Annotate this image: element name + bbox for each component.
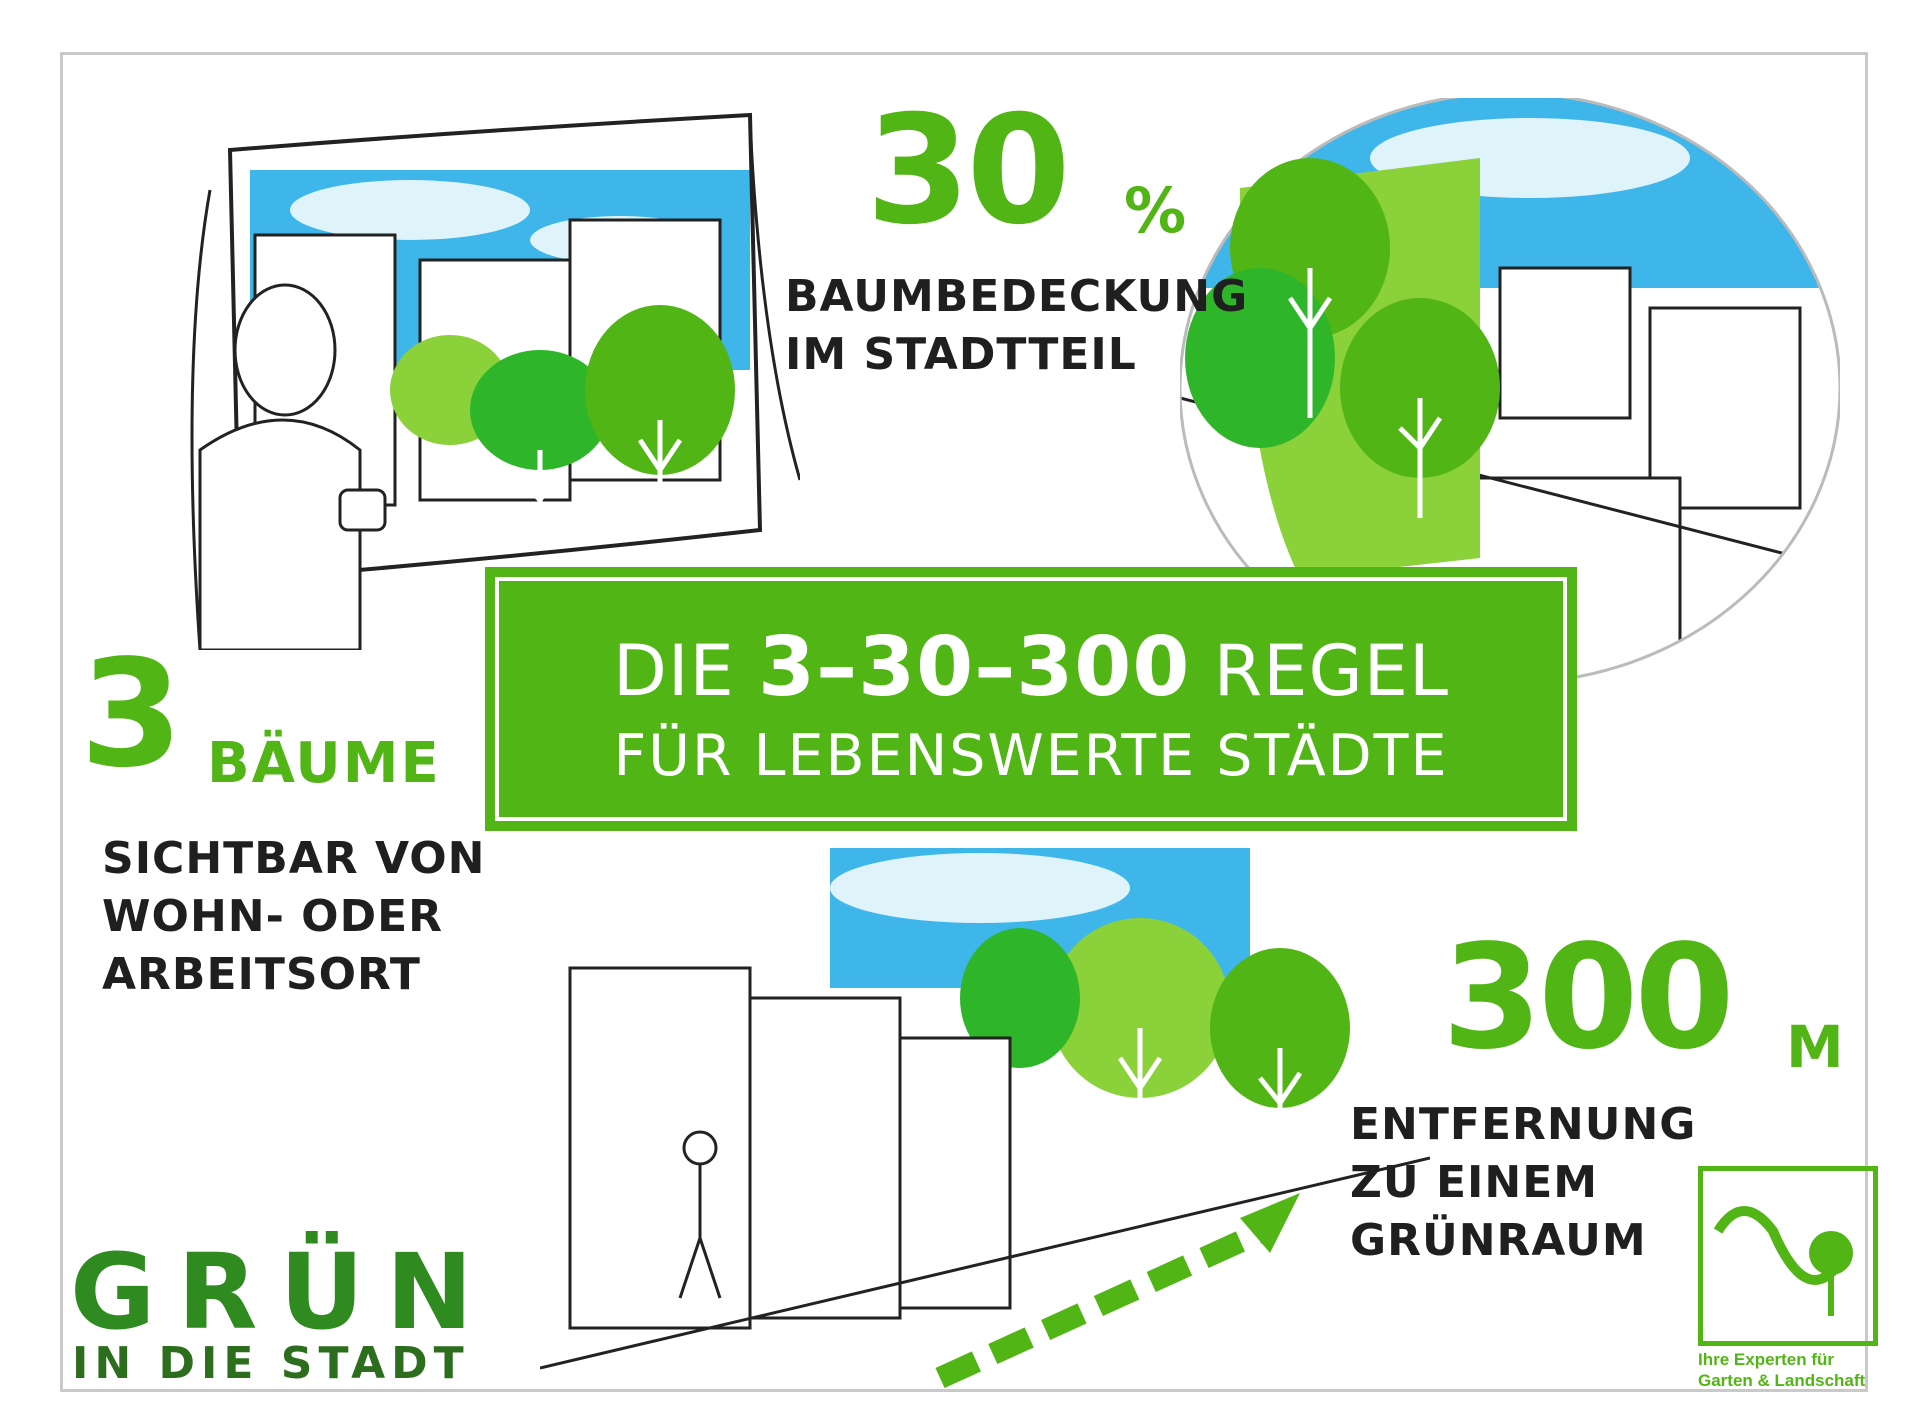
rule-3-line-2: WOHN- ODER xyxy=(102,891,444,942)
title-banner-inner: DIE 3–30–300 REGEL FÜR LEBENSWERTE STÄDT… xyxy=(495,577,1567,821)
title-line-2: FÜR LEBENSWERTE STÄDTE xyxy=(613,723,1449,789)
rule-3-line-3: ARBEITSORT xyxy=(102,949,421,1000)
rule-30-unit: % xyxy=(1124,174,1187,247)
title-suffix: REGEL xyxy=(1190,630,1449,712)
logo-gruen-title: GRÜN xyxy=(70,1231,495,1353)
rule-30-number: 30 xyxy=(866,84,1071,258)
street-illustration xyxy=(540,848,1430,1389)
rule-3-description: SICHTBAR VON WOHN- ODER ARBEITSORT xyxy=(102,830,486,1004)
title-line-1: DIE 3–30–300 REGEL xyxy=(499,627,1563,709)
rule-3-unit: BÄUME xyxy=(207,731,441,796)
wave-tree-icon xyxy=(1713,1206,1853,1316)
rule-300-line-1: ENTFERNUNG xyxy=(1350,1099,1697,1150)
title-prefix: DIE xyxy=(613,630,759,712)
badge-caption: Ihre Experten für Garten & Landschaft xyxy=(1698,1349,1878,1391)
rule-300-unit: M xyxy=(1786,1013,1844,1081)
badge-line-2: Garten & Landschaft xyxy=(1698,1371,1866,1390)
logo-subtitle: IN DIE STADT xyxy=(72,1338,470,1389)
rule-300-number: 300 xyxy=(1442,913,1735,1081)
rule-30-description: BAUMBEDECKUNG IM STADTTEIL xyxy=(785,268,1248,384)
title-banner: DIE 3–30–300 REGEL FÜR LEBENSWERTE STÄDT… xyxy=(485,567,1577,831)
title-rule-numbers: 3–30–300 xyxy=(758,620,1191,715)
rule-300-line-3: GRÜNRAUM xyxy=(1350,1215,1647,1266)
rule-3-number: 3 xyxy=(80,628,183,800)
garten-landschaft-badge: Ihre Experten für Garten & Landschaft xyxy=(1698,1166,1878,1396)
rule-30-line-2: IM STADTTEIL xyxy=(785,329,1137,380)
rule-30-line-1: BAUMBEDECKUNG xyxy=(785,271,1249,322)
badge-line-1: Ihre Experten für xyxy=(1698,1350,1835,1369)
window-illustration xyxy=(190,112,800,650)
page-frame xyxy=(60,52,1868,1392)
badge-emblem xyxy=(1698,1166,1878,1346)
rule-300-description: ENTFERNUNG ZU EINEM GRÜNRAUM xyxy=(1350,1096,1696,1270)
rule-300-line-2: ZU EINEM xyxy=(1350,1157,1599,1208)
rule-3-line-1: SICHTBAR VON xyxy=(102,833,486,884)
